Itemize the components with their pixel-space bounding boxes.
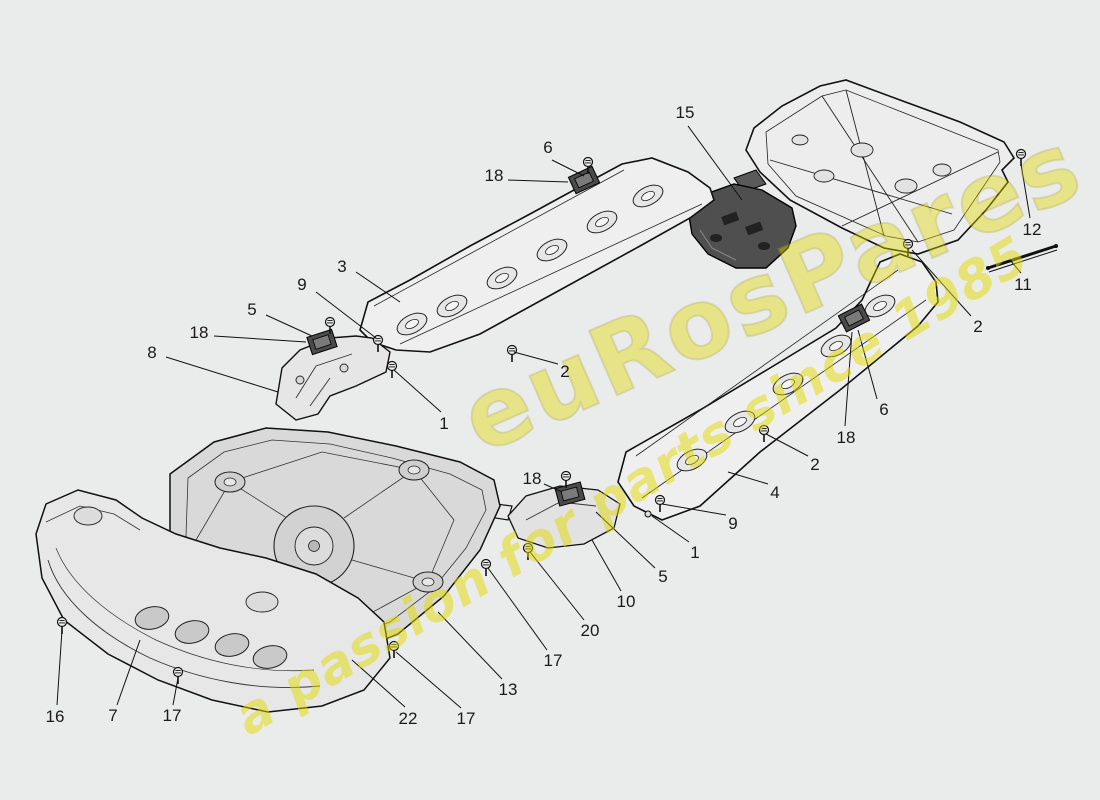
callout-label: 7 bbox=[108, 706, 118, 725]
callout-label: 18 bbox=[836, 428, 856, 447]
callout-label: 1 bbox=[439, 414, 449, 433]
rear-underfloor-panel bbox=[745, 79, 1016, 255]
callout-label: 10 bbox=[616, 592, 636, 611]
callout-label: 11 bbox=[1014, 275, 1032, 294]
callout-label: 9 bbox=[297, 275, 307, 294]
seal-strip bbox=[986, 244, 1058, 273]
callout-label: 2 bbox=[560, 362, 570, 381]
left-underfloor-panel bbox=[359, 157, 715, 353]
callout-label: 15 bbox=[675, 103, 695, 122]
callout-label: 8 bbox=[147, 343, 157, 362]
callout-label: 5 bbox=[658, 567, 668, 586]
callout-label: 6 bbox=[879, 400, 889, 419]
callout-label: 18 bbox=[522, 469, 542, 488]
right-underfloor-panel bbox=[617, 253, 939, 521]
callout-label: 17 bbox=[162, 706, 182, 725]
callout-label: 13 bbox=[498, 680, 518, 699]
callout-label: 5 bbox=[247, 300, 257, 319]
callout-label: 4 bbox=[770, 483, 780, 502]
callout-label: 6 bbox=[543, 138, 553, 157]
callout-label: 16 bbox=[45, 707, 65, 726]
center-bracket-15 bbox=[687, 169, 797, 269]
leader-lines bbox=[56, 125, 1031, 709]
front-bracket-8 bbox=[275, 328, 391, 421]
callout-label: 9 bbox=[728, 514, 738, 533]
callout-label: 2 bbox=[973, 317, 983, 336]
callout-label: 2 bbox=[810, 455, 820, 474]
front-liner-panel bbox=[35, 489, 391, 713]
callout-label: 12 bbox=[1022, 220, 1042, 239]
callout-label: 18 bbox=[484, 166, 504, 185]
callout-label: 3 bbox=[337, 257, 347, 276]
callout-label: 18 bbox=[189, 323, 209, 342]
callout-label: 17 bbox=[456, 709, 476, 728]
callout-label: 1 bbox=[690, 543, 700, 562]
callout-label: 20 bbox=[580, 621, 600, 640]
callout-label: 17 bbox=[543, 651, 563, 670]
callout-label: 22 bbox=[398, 709, 418, 728]
